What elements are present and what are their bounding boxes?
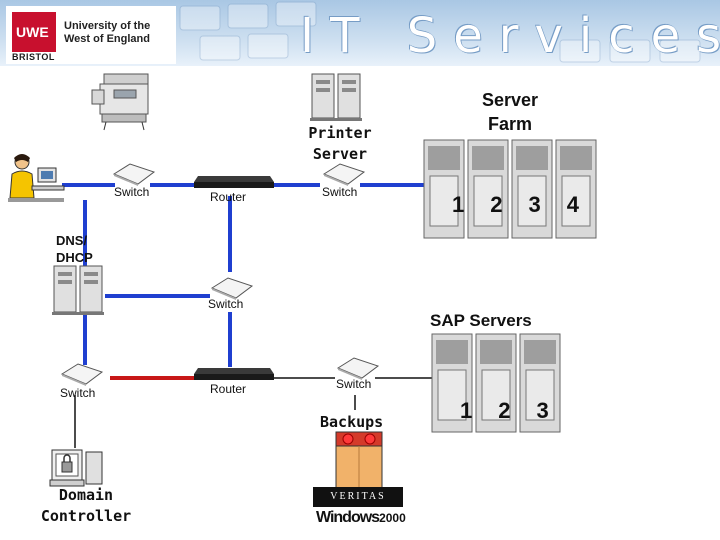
printer-server-line-2: Server: [312, 145, 368, 163]
printer-icon: [91, 73, 149, 131]
server-farm-number-4: 4: [566, 192, 591, 217]
router-top-icon: [194, 176, 274, 188]
router-top-label: Router: [210, 190, 247, 204]
domain-line-2: Controller: [40, 507, 132, 525]
router-bottom-icon: [194, 368, 274, 380]
printer-server-icon: [310, 73, 362, 121]
switch-bottom-left-label: Switch: [60, 386, 96, 400]
server-farm-number-3: 3: [528, 192, 553, 217]
university-name: University of the West of England: [64, 20, 174, 46]
windows-2000-logo: Windows2000: [316, 509, 406, 527]
university-line-1: University of the: [64, 20, 151, 32]
sap-number-1: 1: [460, 398, 485, 423]
switch-center-label: Switch: [208, 297, 244, 311]
dns-line-1: DNS/: [56, 233, 88, 248]
server-farm-rack-icon: [423, 139, 597, 239]
switch-bottom-left-icon: [60, 363, 104, 386]
router-bottom-label: Router: [210, 382, 247, 396]
domain-line-1: Domain: [58, 486, 114, 504]
uwe-badge-text: UWE: [16, 24, 49, 40]
uwe-badge: UWE: [12, 12, 56, 52]
switch-top-left-icon: [112, 163, 156, 186]
city-label: BRISTOL: [12, 52, 55, 62]
university-line-2: West of England: [64, 33, 150, 45]
keyboard-background-icon: [179, 1, 701, 63]
switch-top-mid-icon: [322, 163, 366, 186]
backup-software-box-icon: [335, 431, 383, 489]
server-farm-number-1: 1: [452, 192, 477, 217]
switch-top-mid-label: Switch: [322, 185, 358, 199]
dns-line-2: DHCP: [56, 250, 93, 265]
veritas-logo: VERITAS: [313, 487, 403, 507]
header-banner: UWE University of the West of England BR…: [0, 0, 720, 66]
switch-bottom-mid-label: Switch: [336, 377, 372, 391]
sap-number-2: 2: [498, 398, 523, 423]
switch-center-icon: [210, 277, 254, 300]
printer-server-label: Printer Server: [300, 123, 380, 165]
university-logo: UWE University of the West of England BR…: [6, 6, 176, 64]
server-farm-line-2: Farm: [487, 114, 532, 134]
backups-label: Backups: [320, 413, 384, 431]
sap-number-3: 3: [536, 398, 561, 423]
page-title: IT Services: [300, 8, 720, 64]
domain-controller-label: Domain Controller: [34, 485, 138, 527]
windows-version-text: 2000: [379, 511, 406, 525]
switch-bottom-mid-icon: [336, 357, 380, 380]
server-farm-label: Server Farm: [460, 88, 560, 136]
windows-text: Windows: [316, 509, 380, 526]
sap-servers-rack-icon: [431, 333, 561, 433]
switch-top-left-label: Switch: [114, 185, 150, 199]
domain-controller-icon: [49, 449, 103, 487]
veritas-text: VERITAS: [330, 491, 386, 502]
sap-servers-label: SAP Servers: [430, 311, 532, 330]
server-farm-number-2: 2: [490, 192, 515, 217]
dns-dhcp-server-icon: [52, 265, 104, 315]
server-farm-line-1: Server: [481, 90, 539, 110]
dns-dhcp-label: DNS/ DHCP: [56, 232, 104, 266]
user-workstation-icon: [8, 154, 65, 202]
printer-server-line-1: Printer: [308, 124, 372, 142]
